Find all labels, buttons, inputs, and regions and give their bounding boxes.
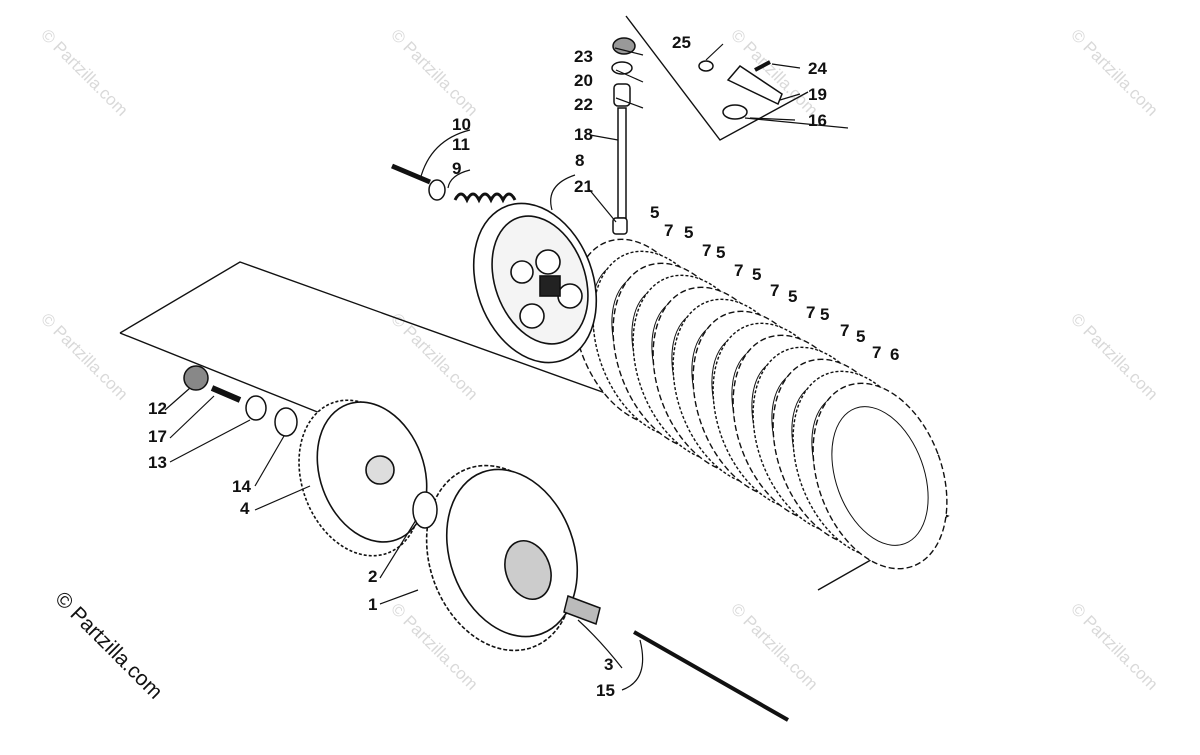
copyright-text: © Partzilla.com (50, 587, 166, 703)
shaft-18 (617, 107, 627, 219)
pin-17 (210, 385, 242, 403)
callout-5: 5 (856, 327, 865, 346)
callout-2: 2 (368, 567, 377, 586)
rod-15 (633, 630, 789, 722)
callout-3: 3 (604, 655, 613, 674)
seal-23 (612, 37, 636, 55)
callout-23: 23 (574, 47, 593, 66)
callout-5: 5 (788, 287, 797, 306)
callout-7: 7 (872, 343, 881, 362)
bearing-21 (612, 217, 628, 235)
spring-bolt-group (391, 163, 517, 204)
watermark-text: © Partzilla.com (37, 25, 131, 119)
watermark-text: © Partzilla.com (37, 309, 131, 403)
washer-16 (722, 104, 748, 120)
callout-21: 21 (574, 177, 593, 196)
callout-7: 7 (806, 303, 815, 322)
lever-group-outline (625, 15, 809, 141)
callout-24: 24 (808, 59, 827, 78)
lever-19 (726, 65, 783, 106)
watermark-text: © Partzilla.com (727, 599, 821, 693)
watermark-text: © Partzilla.com (387, 309, 481, 403)
callout-17: 17 (148, 427, 167, 446)
watermark-text: © Partzilla.com (1067, 25, 1161, 119)
callout-22: 22 (574, 95, 593, 114)
washer-2 (412, 491, 438, 529)
watermark-text: © Partzilla.com (387, 25, 481, 119)
callout-5: 5 (684, 223, 693, 242)
clutch-housing (425, 464, 579, 652)
callout-5: 5 (752, 265, 761, 284)
callout-4: 4 (240, 499, 250, 518)
leader-lines (164, 43, 849, 691)
bolt-10 (391, 163, 431, 185)
callout-7: 7 (702, 241, 711, 260)
clutch-plate-inner (831, 406, 929, 546)
lever-group (698, 60, 783, 120)
lock-washer-14 (274, 407, 298, 437)
callout-1: 1 (368, 595, 377, 614)
callout-6: 6 (890, 345, 899, 364)
bolt-24 (754, 60, 771, 72)
small-parts (183, 365, 438, 529)
callout-7: 7 (734, 261, 743, 280)
callout-9: 9 (452, 159, 461, 178)
callout-18: 18 (574, 125, 593, 144)
callout-13: 13 (148, 453, 167, 472)
callout-11: 11 (452, 135, 470, 154)
spring-9 (453, 192, 517, 204)
collar-3 (563, 595, 601, 625)
callout-7: 7 (664, 221, 673, 240)
callout-7: 7 (770, 281, 779, 300)
callout-7: 7 (840, 321, 849, 340)
callout-5: 5 (820, 305, 829, 324)
bearing-22 (613, 83, 631, 107)
collar-rod-group (563, 595, 789, 722)
bearing-12 (183, 365, 209, 391)
callout-5: 5 (650, 203, 659, 222)
callout-14: 14 (232, 477, 251, 496)
callout-25: 25 (672, 33, 691, 52)
watermark-text: © Partzilla.com (1067, 309, 1161, 403)
shaft-group (611, 37, 636, 235)
pressure-plate (472, 202, 598, 364)
callout-15: 15 (596, 681, 615, 700)
callout-5: 5 (716, 243, 725, 262)
callout-12: 12 (148, 399, 167, 418)
callout-16: 16 (808, 111, 827, 130)
callout-19: 19 (808, 85, 827, 104)
watermark-text: © Partzilla.com (1067, 599, 1161, 693)
callout-8: 8 (575, 151, 584, 170)
nut-13 (245, 395, 267, 421)
callout-10: 10 (452, 115, 471, 134)
clutch-hub (298, 399, 428, 557)
lower-platform-edge (119, 332, 351, 426)
clutch-plate (812, 382, 948, 570)
callout-20: 20 (574, 71, 593, 90)
bolt-25 (698, 60, 714, 72)
washer-11 (428, 179, 446, 201)
clutch-plate-stack (572, 238, 948, 570)
